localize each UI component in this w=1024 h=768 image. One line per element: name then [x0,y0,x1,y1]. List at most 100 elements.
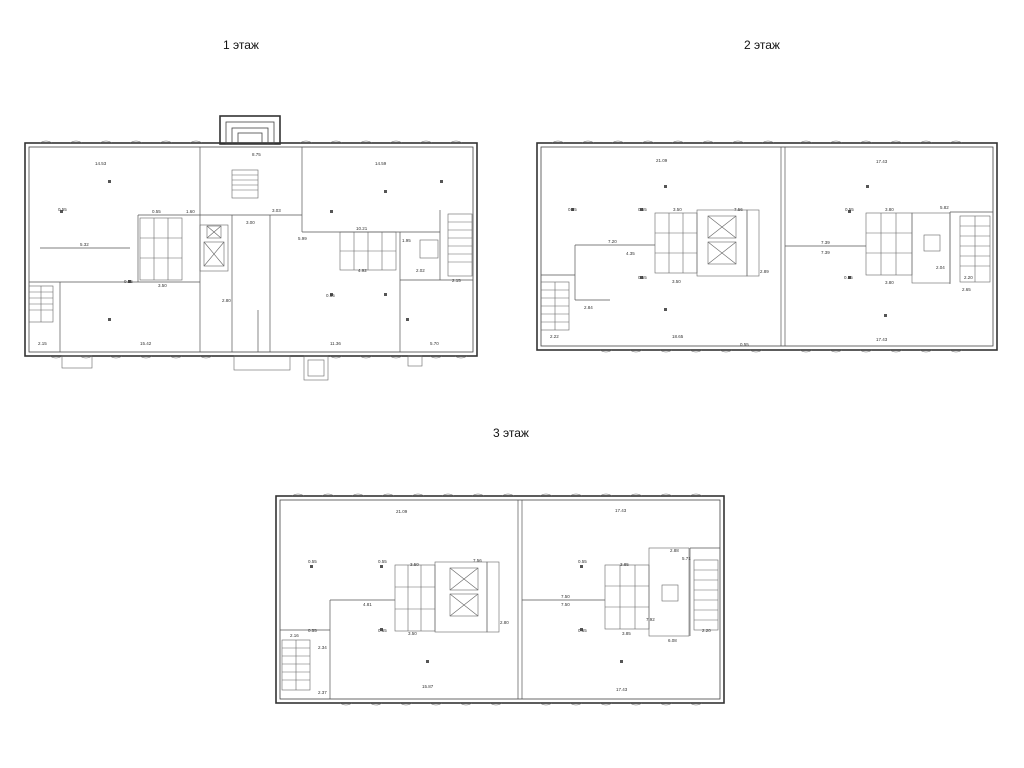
floor-3-wc-block-left [394,564,436,632]
floor-3-dim-label: 3.50 [408,631,417,636]
floor-2-dim-label: 5.82 [940,205,949,210]
floor-1-elevator-shaft [199,224,229,272]
floor-1-windows-top [39,140,468,359]
floor-2-dim-label: 2.20 [964,275,973,280]
floor-1-dim-label: 5.99 [298,236,307,241]
floor-3-elevator-block [434,561,500,633]
floor-2-dim-label: 2.04 [936,265,945,270]
floor-1-dim-label: 15.42 [140,341,152,346]
floor-2-dim-label: 0.55 [638,207,647,212]
floor-3-dim-label: 2.16 [290,633,299,638]
floor-1-dim-label: 14.53 [95,161,107,166]
floor-1-dim-label: 2.80 [222,298,231,303]
floor-1-dim-label: 3.50 [158,283,167,288]
floor-3-dim-label: 3.85 [622,631,631,636]
floor-3-dim-label: 3.50 [410,562,419,567]
floor-3-outer-wall [275,495,725,704]
floor-3-dim-label: 4.81 [363,602,372,607]
floor-2-dim-label: 7.56 [734,207,743,212]
floor-3-dim-label: 0.55 [578,628,587,633]
floor-3-plan: 21.09 17.43 0.55 0.55 3.50 7.56 3.85 2.8… [275,493,725,706]
floor-3-dim-label: 2.37 [318,690,327,695]
floor-2-windows [551,140,963,353]
floor-1-inner-wall-line [28,146,474,353]
floor-1-dim-label: 10.21 [356,226,368,231]
floor-2-dim-label: 4.35 [626,251,635,256]
floor-3-dim-label: 2.88 [670,548,679,553]
floor-1-columns [60,180,443,321]
floor-3-partitions [280,500,720,699]
floor-2-dim-label: 0.55 [845,207,854,212]
floor-3-dim-label: 3.85 [620,562,629,567]
floor-1-dim-label: 14.59 [375,161,387,166]
floor-1-dim-label: 4.92 [358,268,367,273]
floor-3-dim-label: 2.80 [500,620,509,625]
floor-1-central-stair [231,169,259,199]
floor-3-title: 3 этаж [493,426,529,440]
floor-3-dim-label: 0.55 [308,559,317,564]
floor-2-dim-label: 2.22 [550,334,559,339]
floor-3-dim-label: 17.43 [616,687,628,692]
floor-2-dim-label: 7.20 [608,239,617,244]
floor-2-columns [571,185,887,317]
floor-3-dim-label: 21.09 [396,509,408,514]
floor-2-stair-left [540,281,570,331]
floor-3-dim-label: 0.55 [308,628,317,633]
floor-2-wc-block-left [654,212,698,274]
floor-3-dim-label: 2.20 [702,628,711,633]
floor-1-dim-label: 1.60 [186,209,195,214]
floor-1-wc-block-right [339,231,397,271]
floor-3-dim-label: 7.50 [561,602,570,607]
floor-1-dim-label: 1.95 [402,238,411,243]
floor-1-top-vestibule [219,115,281,145]
floor-2-dim-label: 0.55 [568,207,577,212]
floor-1-stair-right [419,213,473,277]
floor-1-dim-label: 5.70 [430,341,439,346]
floor-3-dim-label: 15.87 [422,684,434,689]
floor-2-wc-block-right [865,212,951,284]
floor-1-dim-label: 2.02 [416,268,425,273]
floor-2-dim-label: 3.50 [673,207,682,212]
floor-3-dim-label: 17.43 [615,508,627,513]
floor-2-dim-label: 2.65 [962,287,971,292]
floor-3-inner-wall-line [279,499,721,700]
floor-2-dim-label: 17.43 [876,159,888,164]
floor-1-dim-label: 5.32 [80,242,89,247]
floor-2-dim-label: 0.55 [740,342,749,347]
floor-2-dim-label: 2.84 [584,305,593,310]
floor-1-dim-label: 0.55 [124,279,133,284]
floor-2-dim-label: 21.09 [656,158,668,163]
floor-2-dim-label: 3.80 [885,280,894,285]
floor-1-dim-label: 3.03 [272,208,281,213]
floor-1-partitions [29,147,473,352]
floor-3-dim-label: 2.34 [318,645,327,650]
floor-2-plan: 21.09 17.43 0.55 0.55 3.50 7.56 0.55 3.8… [536,140,998,353]
floor-3-stair-left [281,639,311,691]
floor-3-dim-label: 0.55 [378,628,387,633]
floor-2-outer-wall [536,142,998,351]
floor-1-title: 1 этаж [223,38,259,52]
floor-2-inner-wall-line [540,146,994,347]
floor-3-dim-label: 7.50 [561,594,570,599]
floor-2-elevator-block [696,209,760,277]
floor-1-dim-label: 0.55 [58,207,67,212]
floor-1-dim-label: 3.00 [246,220,255,225]
floor-2-dim-label: 7.39 [821,250,830,255]
floor-1-dim-label: 0.55 [152,209,161,214]
floor-3-dim-label: 0.55 [378,559,387,564]
floor-3-dim-label: 5.71 [682,556,691,561]
floor-2-dim-label: 3.50 [672,279,681,284]
floor-3-columns [310,565,623,663]
floor-2-partitions [541,147,993,346]
floor-3-dim-label: 6.08 [668,638,677,643]
floor-1-dim-label: 11.36 [330,341,341,346]
floor-1-wc-block-left [139,217,183,281]
floor-1-bottom-porches [61,355,423,381]
floor-2-dim-label: 0.55 [844,275,853,280]
floor-3-windows [291,493,703,706]
floor-1-dim-label: 0.55 [326,293,335,298]
floor-2-dim-label: 2.89 [760,269,769,274]
floor-1-dim-label: 2.15 [452,278,461,283]
floor-3-wc-block-right [604,547,690,637]
